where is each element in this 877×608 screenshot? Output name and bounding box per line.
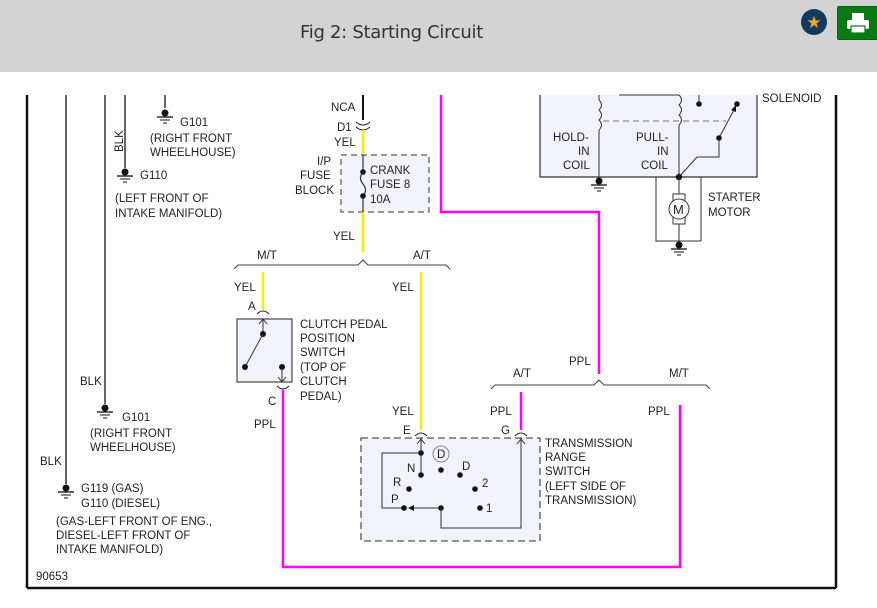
fuse-block xyxy=(340,154,430,213)
trans-label3: SWITCH xyxy=(545,466,590,478)
at-right-label: A/T xyxy=(513,368,531,380)
g119-loc3: INTAKE MANIFOLD) xyxy=(56,544,163,556)
trans-connector-e-icon xyxy=(414,432,428,437)
starter-motor xyxy=(655,177,702,244)
clutch-pin-a: A xyxy=(248,301,256,313)
transmission-range-switch xyxy=(360,437,541,542)
yel-e-label: YEL xyxy=(392,406,414,418)
g110-top-id: G110 xyxy=(140,170,167,182)
clutch-pin-c: C xyxy=(268,396,276,408)
trans-label4: (LEFT SIDE OF xyxy=(545,481,626,493)
ppl-mt-label: PPL xyxy=(648,406,670,418)
g110-top-loc2: INTAKE MANIFOLD) xyxy=(115,208,222,220)
pull-label1: PULL- xyxy=(636,132,669,144)
trans-pin-g: G xyxy=(501,425,510,437)
option-brace-bottom xyxy=(490,379,711,390)
g101-mid-loc2: WHEELHOUSE) xyxy=(90,442,176,454)
pull-label2: IN xyxy=(657,146,669,158)
trans-label1: TRANSMISSION xyxy=(545,438,633,450)
yel-clutch-label: YEL xyxy=(234,282,256,294)
trans-pos-n: N xyxy=(407,463,415,475)
blk-wires xyxy=(65,95,166,484)
trans-pos-circled: D xyxy=(437,449,445,461)
fuse-block-label1: I/P xyxy=(317,156,331,168)
figure-id: 90653 xyxy=(36,571,68,583)
trans-pos-d: D xyxy=(462,461,470,473)
starter-solenoid xyxy=(539,94,758,181)
g101-top-loc: (RIGHT FRONT xyxy=(150,133,232,145)
ground-icon-g119 xyxy=(58,484,74,499)
ground-icon-starter xyxy=(671,241,687,256)
clutch-pedal-switch xyxy=(236,318,293,383)
trans-pos-1: 1 xyxy=(486,503,492,515)
g119-id2: G110 (DIESEL) xyxy=(81,498,160,510)
fuse-rating: 10A xyxy=(370,194,391,206)
ppl-top-label: PPL xyxy=(569,356,591,368)
ppl-wire-solenoid xyxy=(439,95,601,374)
clutch-label6: PEDAL) xyxy=(300,391,342,403)
g101-mid-id: G101 xyxy=(122,412,150,424)
fuse-name2: FUSE 8 xyxy=(370,179,410,191)
hold-label2: IN xyxy=(578,146,590,158)
ground-icon-solenoid xyxy=(591,177,607,192)
g101-top-loc2: WHEELHOUSE) xyxy=(150,147,236,159)
print-button[interactable] xyxy=(837,6,877,40)
hold-label3: COIL xyxy=(563,160,590,172)
page-header: Fig 2: Starting Circuit ★ xyxy=(0,0,877,72)
trans-label2: RANGE xyxy=(545,452,586,464)
trans-pos-p: P xyxy=(391,494,399,506)
clutch-label1: CLUTCH PEDAL xyxy=(300,319,388,331)
clutch-connector-c-icon xyxy=(276,385,290,390)
option-brace-top xyxy=(233,259,451,270)
trans-pos-r: R xyxy=(393,477,401,489)
trans-connector-g-icon xyxy=(514,432,528,437)
favorite-button[interactable]: ★ xyxy=(801,9,827,35)
g119-loc2: DIESEL-LEFT FRONT OF xyxy=(56,530,190,542)
g110-top-loc: (LEFT FRONT OF xyxy=(115,193,209,205)
g119-loc: (GAS-LEFT FRONT OF ENG., xyxy=(56,516,212,528)
ground-icon-g101-top xyxy=(157,109,173,124)
fuse-block-label2: FUSE xyxy=(300,170,331,182)
at-left-label: A/T xyxy=(413,250,431,262)
d1-connector-icon xyxy=(355,121,371,131)
starter-label1: STARTER xyxy=(708,192,761,204)
clutch-label2: POSITION xyxy=(300,333,355,345)
motor-symbol: M xyxy=(673,202,684,217)
ground-icon-g110-top xyxy=(117,168,133,183)
clutch-label3: SWITCH xyxy=(300,347,345,359)
trans-pos-2: 2 xyxy=(482,478,488,490)
clutch-label4: (TOP OF xyxy=(300,362,346,374)
trans-label5: TRANSMISSION) xyxy=(545,495,637,507)
g119-id: G119 (GAS) xyxy=(81,483,144,495)
star-icon: ★ xyxy=(806,12,822,32)
solenoid-label: SOLENOID xyxy=(762,93,821,105)
blk-low-label: BLK xyxy=(40,456,62,468)
mt-right-label: M/T xyxy=(669,368,689,380)
clutch-connector-a-icon xyxy=(256,310,270,315)
fuse-block-label3: BLOCK xyxy=(295,185,334,197)
g101-top-id: G101 xyxy=(180,117,208,129)
pull-label3: COIL xyxy=(641,160,668,172)
ppl-g-label: PPL xyxy=(490,406,512,418)
clutch-label5: CLUTCH xyxy=(300,376,347,388)
printer-icon xyxy=(847,13,869,34)
yel-at-label: YEL xyxy=(392,282,414,294)
page-title: Fig 2: Starting Circuit xyxy=(300,22,483,43)
blk-top-label: BLK xyxy=(114,130,126,152)
fuse-name1: CRANK xyxy=(370,165,411,177)
blk-mid-label: BLK xyxy=(80,376,102,388)
yel-d1-label: YEL xyxy=(334,137,356,149)
diagram-frame xyxy=(25,95,838,590)
mt-left-label: M/T xyxy=(257,250,277,262)
starter-label2: MOTOR xyxy=(708,207,751,219)
g101-mid-loc: (RIGHT FRONT xyxy=(90,428,172,440)
ppl-c-label: PPL xyxy=(254,419,276,431)
ppl-wire-loop xyxy=(281,390,682,569)
hold-label1: HOLD- xyxy=(553,132,589,144)
trans-pin-e: E xyxy=(403,425,411,437)
d1-label: D1 xyxy=(337,122,352,134)
ground-icon-g101-mid xyxy=(97,404,113,419)
nca-label: NCA xyxy=(331,102,356,114)
yel-fuse-out-label: YEL xyxy=(333,231,355,243)
